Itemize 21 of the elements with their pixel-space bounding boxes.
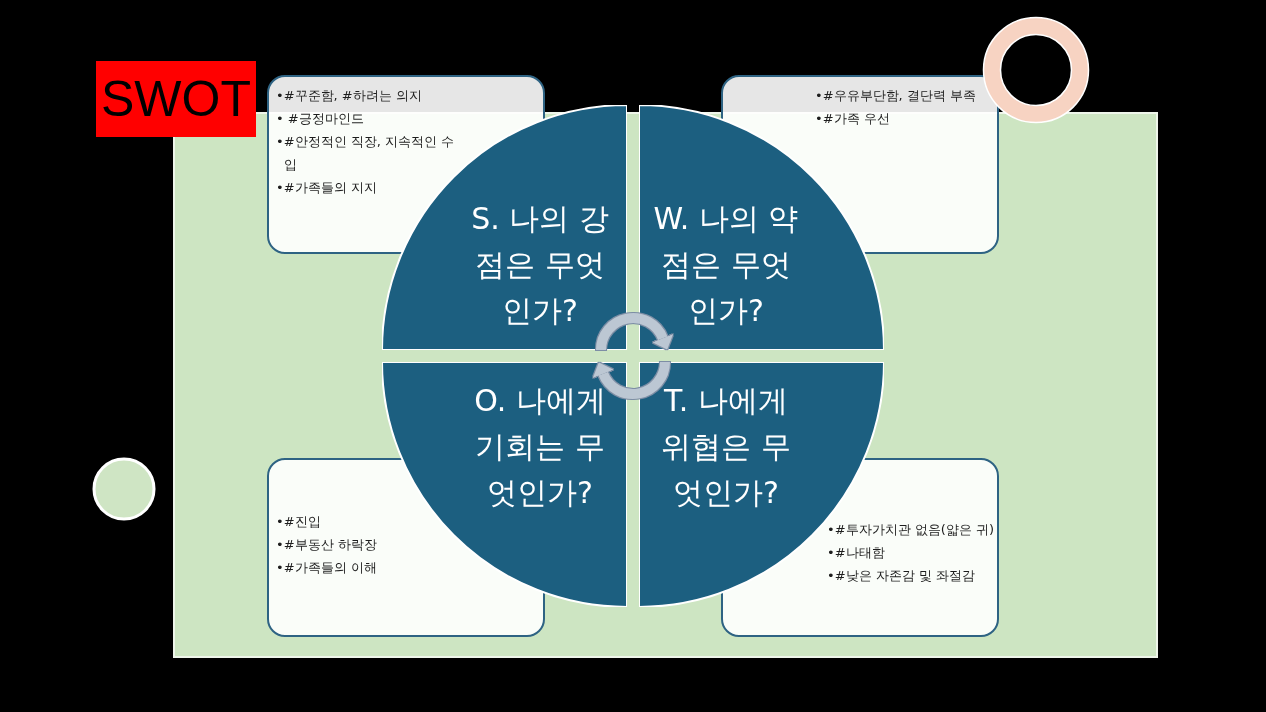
list-item: •#가족 우선	[815, 110, 891, 128]
list-item: •#안정적인 직장, 지속적인 수입	[276, 133, 456, 174]
quadrant-segment	[382, 105, 627, 350]
list-item: •#투자가치관 없음(얇은 귀)	[827, 521, 995, 539]
quadrant-question: T. 나에게 위협은 무엇인가?	[660, 382, 792, 512]
list-item: •#꾸준함, #하려는 의지	[276, 87, 423, 105]
list-item: •#가족들의 지지	[276, 179, 378, 197]
list-item: •#우유부단함, 결단력 부족	[815, 87, 977, 105]
list-item: • #긍정마인드	[276, 110, 365, 128]
curved-arrow	[593, 361, 670, 399]
list-item: •#낮은 자존감 및 좌절감	[827, 567, 976, 585]
list-item: •#부동산 하락장	[276, 536, 378, 554]
quadrant-question: O. 나에게 기회는 무엇인가?	[473, 382, 607, 512]
quadrant-question: W. 나의 약점은 무엇인가?	[652, 200, 800, 330]
title-banner: SWOT	[96, 61, 256, 137]
list-item: •#진입	[276, 513, 322, 531]
list-item: •#나태함	[827, 544, 886, 562]
quadrant-segment	[382, 362, 627, 607]
curved-arrow	[596, 313, 673, 351]
quadrant-question: S. 나의 강점은 무엇인가?	[470, 200, 610, 330]
list-item: •#가족들의 이해	[276, 559, 378, 577]
